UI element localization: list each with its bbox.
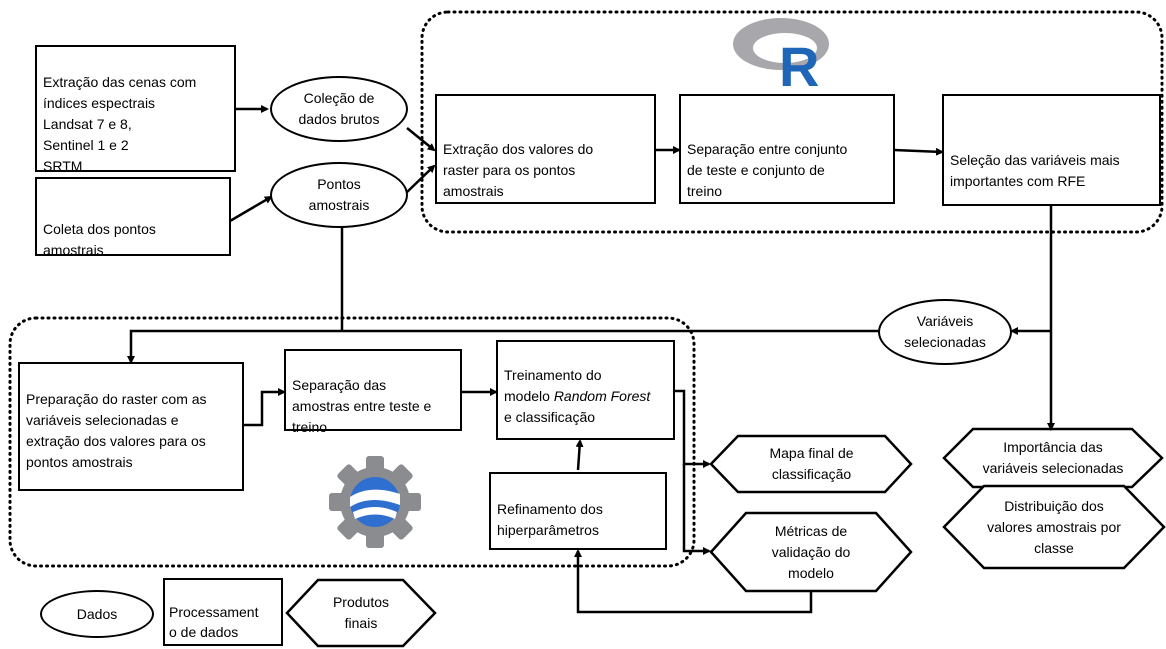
refine-text: Refinamento dos hiperparâmetros — [497, 501, 603, 538]
extraction-scenes-box: Extração das cenas com índices espectrai… — [35, 45, 236, 174]
collect-points-text: Coleta dos pontos amostrais — [43, 221, 156, 258]
refine-box: Refinamento dos hiperparâmetros — [489, 472, 667, 550]
arrow-split-to-rfe — [893, 147, 944, 156]
gee-processing-region — [8, 316, 696, 568]
legend-products-hexagon — [285, 578, 437, 648]
split-sets-box: Separação entre conjunto de teste e conj… — [679, 94, 895, 204]
raw-data-node: Coleção de dados brutos — [270, 76, 408, 142]
rfe-selection-text: Seleção das variáveis mais importantes c… — [950, 152, 1120, 189]
legend-data-text: Dados — [76, 605, 118, 622]
distribution-text: Distribuição dos valores amostrais por c… — [987, 497, 1121, 556]
importance-hexagon — [942, 427, 1164, 489]
random-forest-text: Random Forest — [553, 388, 651, 404]
arrow-selected-to-prep — [127, 329, 879, 364]
prep-raster-box: Preparação do raster com as variáveis se… — [18, 362, 244, 491]
extract-values-box: Extração dos valores do raster para os p… — [435, 94, 656, 204]
legend-products-text: Produtos finais — [332, 594, 390, 631]
arrow-metrics-to-refine — [574, 549, 813, 614]
split-sets-text: Separação entre conjunto de teste e conj… — [687, 141, 848, 199]
prep-raster-text: Preparação do raster com as variáveis se… — [26, 391, 207, 470]
metrics-hexagon — [709, 511, 913, 593]
extract-values-text: Extração dos valores do raster para os p… — [443, 141, 594, 199]
sample-points-node: Pontos amostrais — [270, 162, 408, 228]
svg-text:R: R — [779, 35, 819, 98]
importance-text: Importância das variáveis selecionadas — [982, 439, 1124, 476]
train-suffix-text: e classificação — [504, 409, 596, 425]
split-samples-box: Separação das amostras entre teste e tre… — [284, 349, 462, 435]
collect-points-box: Coleta dos pontos amostrais — [35, 177, 231, 258]
arrow-train-to-metrics — [682, 464, 711, 555]
train-prefix-text: Treinamento do modelo — [504, 367, 602, 404]
rfe-selection-box: Seleção das variáveis mais importantes c… — [942, 94, 1161, 206]
selected-variables-text: Variáveis selecionadas — [904, 313, 986, 350]
final-map-hexagon — [709, 434, 913, 494]
distribution-hexagon — [942, 484, 1166, 570]
selected-variables-node: Variáveis selecionadas — [878, 299, 1012, 365]
extraction-scenes-text: Extração das cenas com índices espectrai… — [43, 74, 197, 174]
legend-processing-box: Processament o de dados — [163, 578, 283, 646]
connectors — [127, 105, 1055, 614]
arrow-raw-to-extract — [406, 127, 436, 152]
arrow-train-to-map — [675, 389, 711, 468]
train-model-box: Treinamento do modelo Random Forest e cl… — [496, 340, 675, 440]
sample-points-text: Pontos amostrais — [308, 176, 370, 213]
final-map-text: Mapa final de classificação — [769, 445, 854, 482]
google-earth-engine-icon-large — [329, 456, 421, 548]
arrow-refine-to-train — [575, 439, 584, 471]
split-samples-text: Separação das amostras entre teste e tre… — [292, 377, 432, 435]
legend-processing-text: Processament o de dados — [169, 604, 259, 640]
r-logo-icon: R — [733, 18, 829, 98]
arrow-prep-to-split — [244, 388, 286, 427]
metrics-text: Métricas de validação do modelo — [771, 522, 851, 581]
arrow-collect-to-points — [229, 195, 273, 223]
raw-data-text: Coleção de dados brutos — [298, 90, 380, 127]
legend-data-ellipse: Dados — [40, 590, 154, 638]
arrow-points-to-extract — [404, 164, 436, 195]
r-processing-region — [420, 10, 1164, 234]
